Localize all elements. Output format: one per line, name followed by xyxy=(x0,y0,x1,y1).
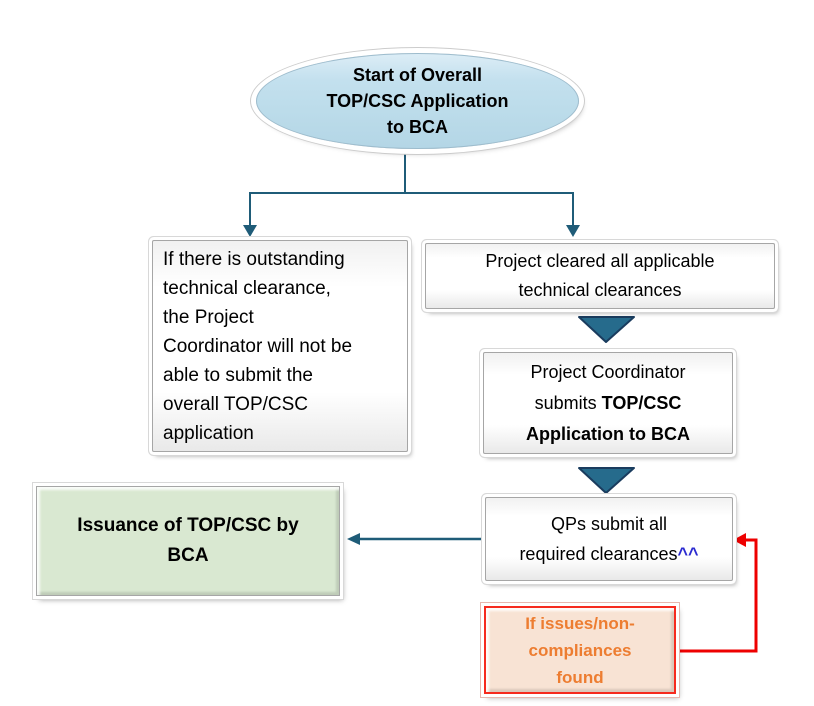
qps-submit-superscript: ^^ xyxy=(677,544,699,564)
down-triangle-arrow-1-icon xyxy=(578,316,635,343)
pc-submits-line3: Application to BCA xyxy=(526,419,690,450)
qps-submit-line2-text: required clearances xyxy=(519,544,678,564)
issuance-label: Issuance of TOP/CSC by BCA xyxy=(77,515,299,566)
cleared-clearances-label: Project cleared all applicable technical… xyxy=(485,251,715,300)
pc-submits-line2-normal: submits xyxy=(534,392,602,413)
qps-to-issuance-arrow xyxy=(347,533,484,545)
start-ellipse-label: Start of Overall TOP/CSC Application to … xyxy=(326,65,509,137)
pc-submits-line2: submits TOP/CSC xyxy=(535,388,682,419)
qps-submit-line1: QPs submit all xyxy=(551,509,667,539)
pc-submits-box: Project Coordinator submits TOP/CSC Appl… xyxy=(483,352,733,454)
pc-submits-line1-text: Project Coordinator xyxy=(530,361,686,382)
qps-submit-line1-text: QPs submit all xyxy=(550,514,668,534)
qps-submit-line2: required clearances^^ xyxy=(519,539,698,569)
qps-submit-box: QPs submit all required clearances^^ xyxy=(485,497,733,581)
pc-submits-line2-bold: TOP/CSC xyxy=(601,392,682,413)
pc-submits-line3-bold: Application to BCA xyxy=(526,423,690,444)
pc-submits-line1: Project Coordinator xyxy=(530,357,685,388)
arrowhead-down-right-icon xyxy=(566,225,580,237)
arrowhead-down-left-icon xyxy=(243,225,257,237)
outstanding-clearance-box: If there is outstanding technical cleara… xyxy=(152,240,408,452)
feedback-loop-red-arrow xyxy=(678,533,758,653)
start-ellipse: Start of Overall TOP/CSC Application to … xyxy=(256,53,579,149)
issues-found-label: If issues/non- compliances found xyxy=(525,613,635,687)
issuance-box: Issuance of TOP/CSC by BCA xyxy=(36,486,340,596)
start-split-connector xyxy=(249,154,574,226)
outstanding-clearance-label: If there is outstanding technical cleara… xyxy=(163,249,353,444)
cleared-clearances-box: Project cleared all applicable technical… xyxy=(425,243,775,309)
down-triangle-arrow-2-icon xyxy=(578,467,635,494)
issues-found-box: If issues/non- compliances found xyxy=(484,606,676,694)
